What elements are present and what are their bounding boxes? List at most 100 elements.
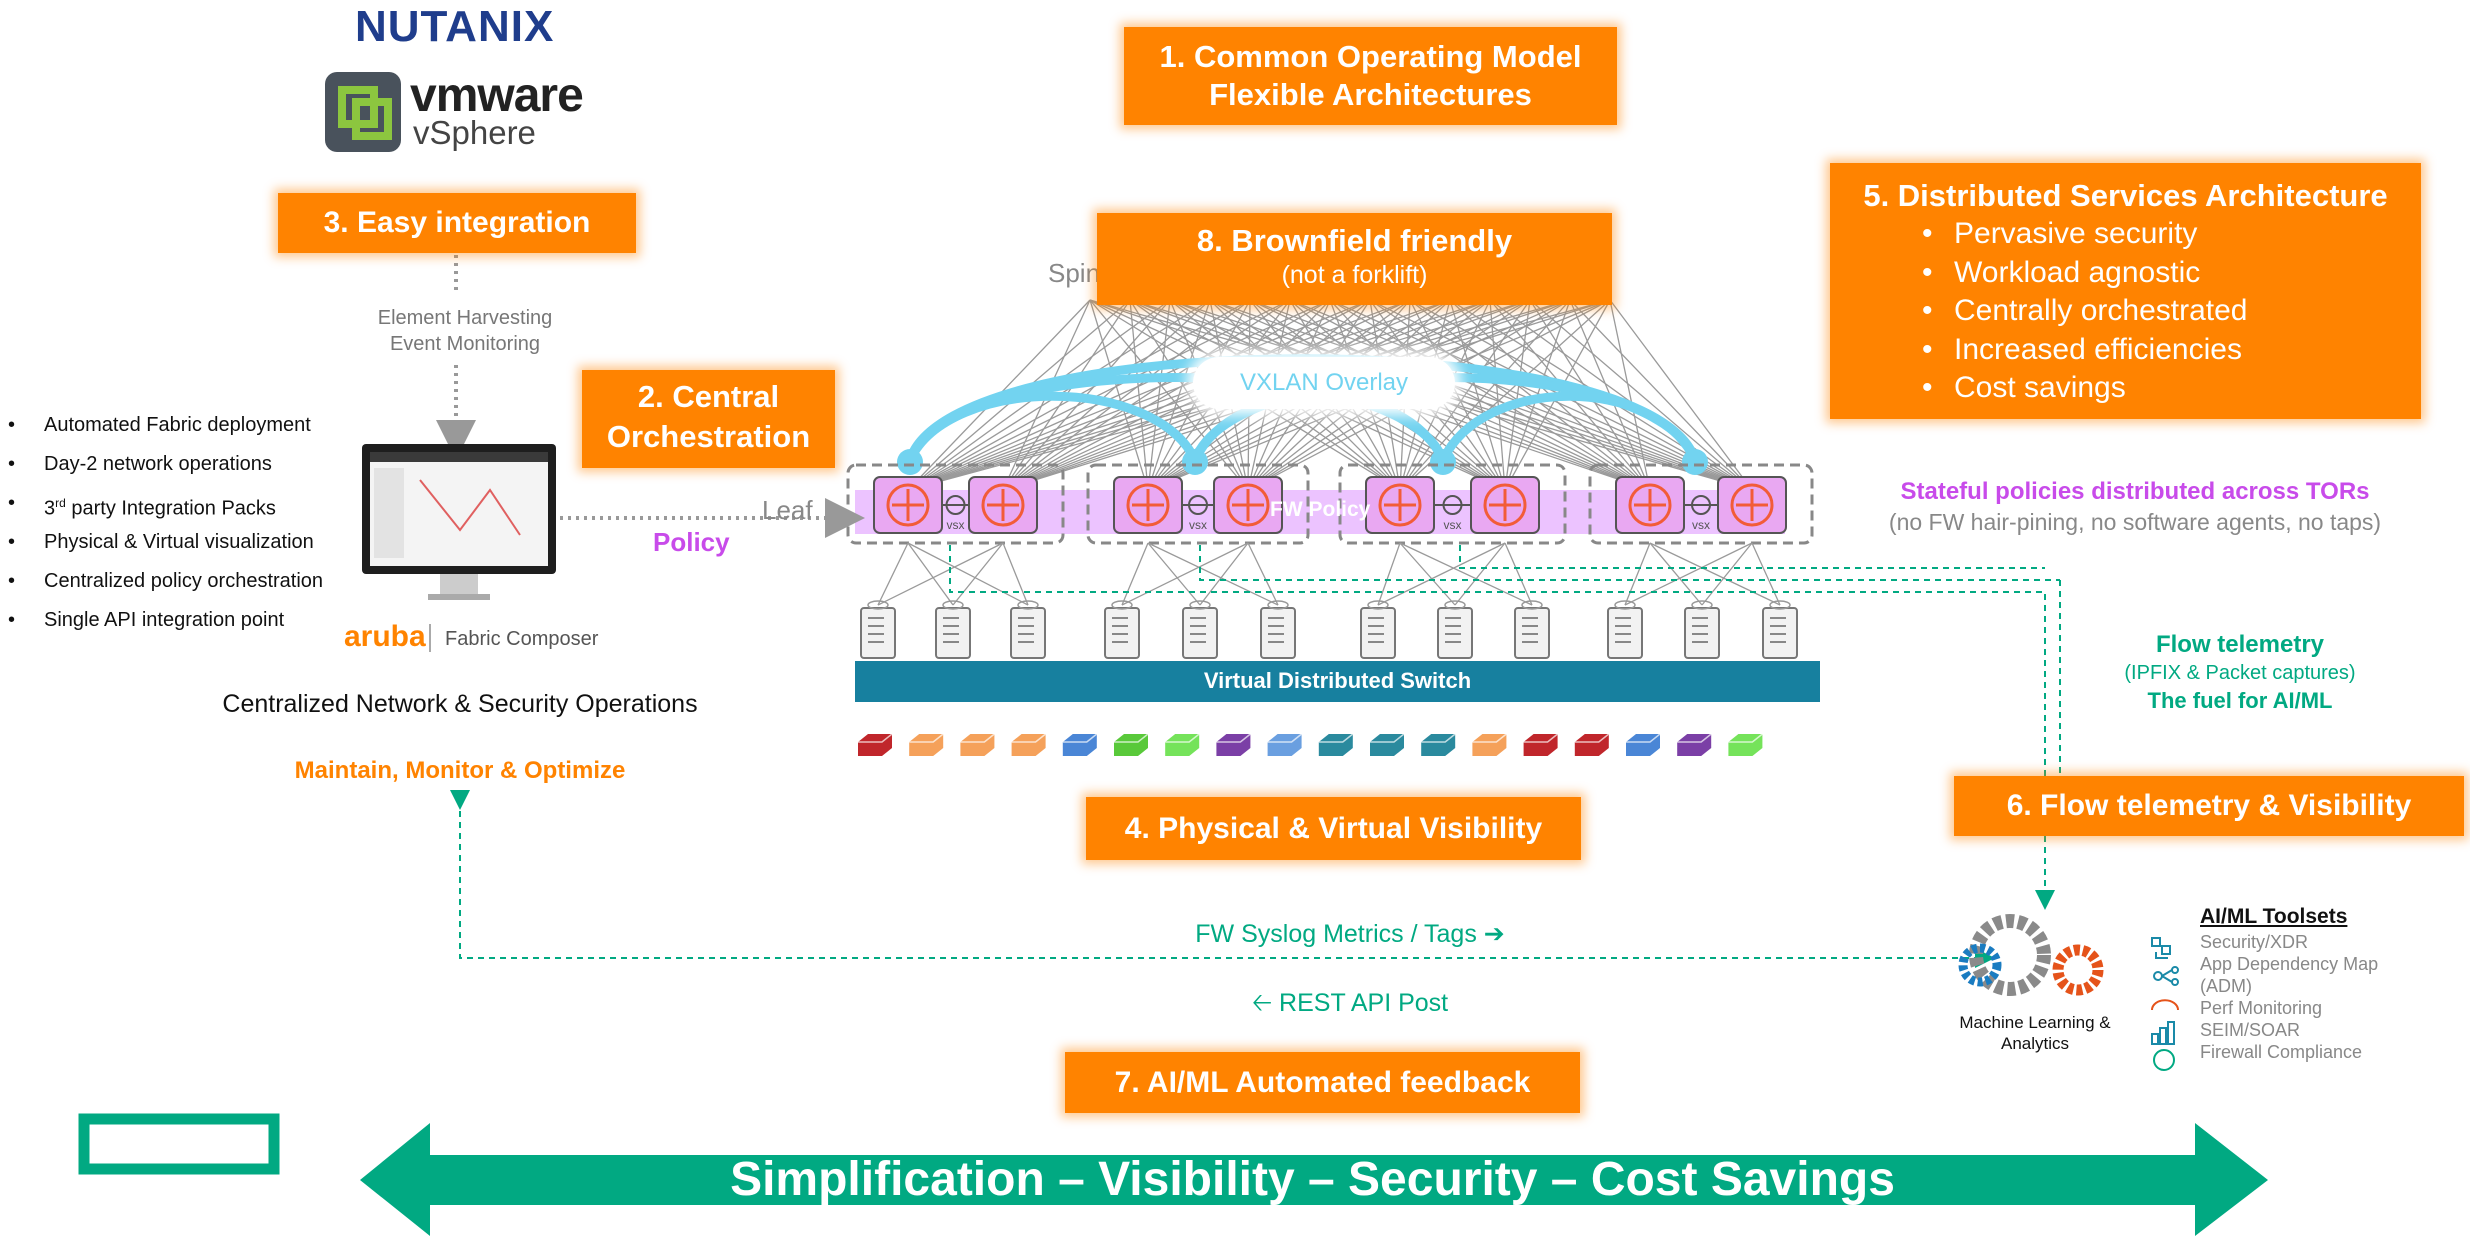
server-icon bbox=[1182, 600, 1218, 659]
toolset-icons bbox=[2151, 937, 2179, 1071]
flow-telemetry-note: Flow telemetry (IPFIX & Packet captures)… bbox=[2060, 631, 2420, 714]
aruba-logo: aruba bbox=[344, 620, 426, 653]
server-icon bbox=[935, 600, 971, 659]
callout-common-line-2: Flexible Architectures bbox=[1209, 77, 1532, 112]
feature-item: Physical & Virtual visualization bbox=[0, 523, 360, 562]
callout-brownfield: 8. Brownfield friendly (not a forklift) bbox=[1097, 213, 1612, 305]
vsx-label: vsx bbox=[1189, 518, 1207, 532]
callout-flow-telemetry: 6. Flow telemetry & Visibility bbox=[1954, 776, 2464, 836]
callout-brownfield-line-1: 8. Brownfield friendly bbox=[1196, 223, 1513, 258]
callout-aiml-text: 7. AI/ML Automated feedback bbox=[1114, 1066, 1531, 1099]
fabric-composer-label: Fabric Composer bbox=[445, 628, 599, 650]
server-icon bbox=[1010, 600, 1046, 659]
vsx-label: vsx bbox=[1444, 518, 1462, 532]
maintain-label: Maintain, Monitor & Optimize bbox=[294, 757, 626, 784]
server-icon bbox=[1514, 600, 1550, 659]
vm-icon bbox=[1370, 733, 1405, 756]
rest-api-flow-label: 🡠 REST API Post bbox=[1251, 989, 1449, 1017]
leaf-switch-icon bbox=[1365, 476, 1435, 534]
callout-flow-telemetry-text: 6. Flow telemetry & Visibility bbox=[2006, 789, 2412, 822]
vm-icon bbox=[1062, 733, 1098, 756]
server-icon bbox=[1607, 600, 1643, 659]
callout-distributed-title: 5. Distributed Services Architecture bbox=[1863, 178, 2388, 213]
leaf-switch-icon bbox=[1113, 476, 1183, 534]
server-icon bbox=[1762, 600, 1798, 659]
server-icon bbox=[1684, 600, 1720, 659]
vm-icon bbox=[1574, 733, 1610, 756]
vm-icon bbox=[1267, 733, 1303, 756]
service-item: Workload agnostic bbox=[1906, 254, 2421, 293]
toolset-item: App Dependency Map bbox=[2200, 954, 2379, 974]
toolset-item: Firewall Compliance bbox=[2200, 1042, 2363, 1062]
vsx-label: vsx bbox=[1692, 518, 1710, 532]
syslog-flow-label: FW Syslog Metrics / Tags ➔ bbox=[1195, 920, 1505, 948]
service-item: Centrally orchestrated bbox=[1906, 292, 2421, 331]
vsx-label: vsx bbox=[947, 518, 965, 532]
vm-icon bbox=[1011, 733, 1047, 756]
service-item: Pervasive security bbox=[1906, 215, 2421, 254]
vm-icons bbox=[858, 733, 1763, 756]
leaf-pair: vsx bbox=[1086, 463, 1310, 545]
service-item: Cost savings bbox=[1906, 369, 2421, 408]
vm-icon bbox=[1318, 733, 1354, 756]
feature-list: Automated Fabric deployment Day-2 networ… bbox=[0, 406, 360, 640]
harvest-line-2: Event Monitoring bbox=[389, 333, 541, 355]
callout-physical-virtual-visibility: 4. Physical & Virtual Visibility bbox=[1086, 797, 1581, 860]
leaf-switch-icon bbox=[873, 476, 943, 534]
vm-icon bbox=[1728, 733, 1763, 756]
policy-label: Policy bbox=[653, 527, 730, 557]
vm-icon bbox=[1421, 733, 1456, 756]
callout-visibility-text: 4. Physical & Virtual Visibility bbox=[1124, 812, 1543, 845]
callout-central-line-2: Orchestration bbox=[606, 419, 811, 454]
ml-label-line-1: Machine Learning & bbox=[1959, 1013, 2111, 1032]
vm-icon bbox=[909, 733, 944, 756]
vm-icon bbox=[960, 733, 995, 756]
vm-icon bbox=[1165, 733, 1200, 756]
feature-item: Single API integration point bbox=[0, 601, 360, 640]
flow-telemetry-sub: (IPFIX & Packet captures) bbox=[2124, 662, 2356, 684]
ml-gears-icon bbox=[1958, 914, 2104, 996]
leaf-pair: vsx bbox=[1338, 463, 1567, 545]
servers bbox=[860, 600, 1798, 659]
leaf-switch-icon bbox=[1717, 476, 1787, 534]
callout-central-orchestration: 2. Central Orchestration bbox=[582, 370, 835, 468]
toolset-item: SEIM/SOAR bbox=[2200, 1020, 2301, 1040]
vmware-wordmark: vmware bbox=[410, 69, 584, 122]
leaf-pair: vsx bbox=[846, 463, 1065, 545]
callout-central-line-1: 2. Central bbox=[637, 379, 780, 414]
centralized-ops-label: Centralized Network & Security Operation… bbox=[222, 690, 698, 718]
server-icon bbox=[1260, 600, 1296, 659]
fw-policy-label: FW Policy bbox=[1270, 498, 1371, 521]
callout-easy-integration: 3. Easy integration bbox=[278, 193, 636, 253]
leaf-switches: vsx vsx vsx vsx bbox=[846, 463, 1814, 545]
vm-icon bbox=[1114, 733, 1149, 756]
grey-connectors bbox=[436, 255, 865, 538]
feature-item: Automated Fabric deployment bbox=[0, 406, 360, 445]
vsphere-label: vSphere bbox=[413, 114, 536, 151]
server-icon bbox=[1360, 600, 1396, 659]
callout-common-line-1: 1. Common Operating Model bbox=[1159, 39, 1582, 74]
feature-item: Day-2 network operations bbox=[0, 445, 360, 484]
server-icon bbox=[1437, 600, 1473, 659]
ml-analytics-label: Machine Learning & Analytics bbox=[1940, 1012, 2130, 1054]
feature-item: 3rd party Integration Packs bbox=[0, 484, 360, 523]
vm-icon bbox=[858, 733, 893, 756]
vmware-logo-icon bbox=[325, 72, 401, 152]
banner-text: Simplification – Visibility – Security –… bbox=[730, 1153, 1895, 1206]
vm-icon bbox=[1677, 733, 1712, 756]
leaf-switch-icon bbox=[1615, 476, 1685, 534]
callout-easy-integration-text: 3. Easy integration bbox=[323, 206, 591, 239]
vxlan-overlay-label: VXLAN Overlay bbox=[1193, 357, 1455, 409]
toolset-item: (ADM) bbox=[2200, 976, 2252, 996]
vm-icon bbox=[1626, 733, 1661, 756]
leaf-pair: vsx bbox=[1588, 463, 1814, 545]
aiml-toolsets-title: AI/ML Toolsets bbox=[2200, 905, 2348, 928]
feature-item: Centralized policy orchestration bbox=[0, 562, 360, 601]
server-icon bbox=[860, 600, 896, 659]
leaf-label: Leaf bbox=[762, 495, 813, 525]
harvest-line-1: Element Harvesting bbox=[377, 307, 553, 329]
toolset-item: Security/XDR bbox=[2200, 932, 2309, 952]
leaf-switch-icon bbox=[1213, 476, 1283, 534]
callout-brownfield-line-2: (not a forklift) bbox=[1281, 261, 1428, 289]
vm-icon bbox=[1216, 733, 1251, 756]
